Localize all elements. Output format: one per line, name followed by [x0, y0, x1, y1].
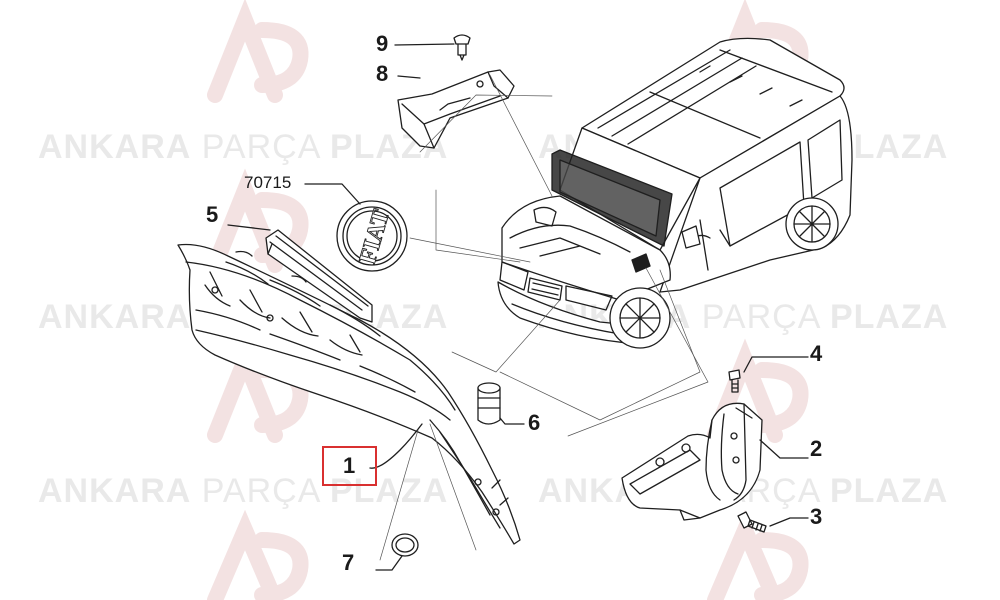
- vehicle-overview: [497, 37, 853, 349]
- reference-lines: [379, 74, 709, 561]
- logo-mark-icon: [207, 509, 309, 600]
- part-6-bump-stop[interactable]: [477, 382, 501, 425]
- callout-70715[interactable]: 70715: [244, 173, 292, 192]
- selected-part-highlight[interactable]: 1: [322, 446, 377, 486]
- callout-8[interactable]: 8: [376, 61, 389, 86]
- part-70715-emblem[interactable]: [336, 200, 408, 272]
- part-7-grommet[interactable]: [391, 533, 419, 557]
- part-1-hood[interactable]: [177, 243, 521, 545]
- part-2-hinge[interactable]: [621, 402, 763, 521]
- callout-3[interactable]: 3: [810, 504, 823, 529]
- watermark-text: ANKARA PARÇA PLAZA: [38, 128, 449, 166]
- callout-2[interactable]: 2: [810, 436, 823, 461]
- part-9-clip[interactable]: [453, 34, 471, 61]
- callout-4[interactable]: 4: [810, 341, 823, 366]
- leader-lines: [227, 43, 809, 571]
- callout-9[interactable]: 9: [376, 31, 389, 56]
- logo-mark-icon: [207, 0, 309, 103]
- part-5-seal-strip[interactable]: [265, 229, 373, 323]
- callout-6[interactable]: 6: [528, 410, 541, 435]
- part-8-holder[interactable]: [397, 69, 515, 149]
- logo-mark-icon: [707, 509, 809, 600]
- watermark-text: ANKARA PARÇA PLAZA: [38, 472, 449, 510]
- callout-5[interactable]: 5: [206, 202, 219, 227]
- part-3-bolt[interactable]: [737, 511, 767, 533]
- callout-7[interactable]: 7: [342, 550, 355, 575]
- callout-1[interactable]: 1: [343, 453, 356, 478]
- part-4-bolt[interactable]: [728, 369, 741, 393]
